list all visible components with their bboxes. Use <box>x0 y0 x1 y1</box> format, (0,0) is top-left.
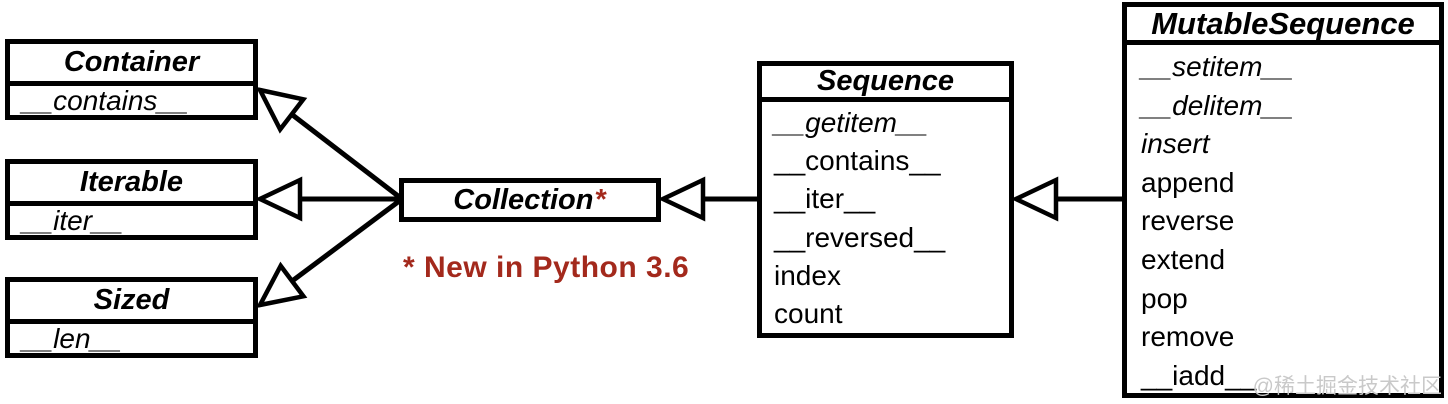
method-list-iterable: __iter__ <box>10 206 253 235</box>
class-title-collection-text: Collection <box>453 183 594 216</box>
juejin-watermark: @稀土掘金技术社区 <box>1252 375 1442 398</box>
method-item: __getitem__ <box>774 107 929 138</box>
method-item: __iadd__ <box>1141 359 1257 391</box>
class-title-sequence: Sequence <box>762 65 1009 102</box>
method-item: __contains__ <box>774 145 941 177</box>
class-box-sequence: Sequence __getitem__ __contains__ __iter… <box>757 61 1014 338</box>
method-item: __iter__ <box>774 183 876 215</box>
method-item: reverse <box>1141 205 1235 237</box>
method-item: count <box>774 298 843 330</box>
method-list-container: __contains__ <box>10 86 253 115</box>
method-item: __contains__ <box>22 85 189 116</box>
method-list-sized: __len__ <box>10 324 253 353</box>
method-item: index <box>774 259 841 291</box>
method-list-sequence: __getitem__ __contains__ __iter__ __reve… <box>762 102 1009 333</box>
method-item: append <box>1141 166 1235 198</box>
method-item: extend <box>1141 243 1226 275</box>
class-title-sized: Sized <box>10 282 253 324</box>
new-in-python-annotation: * New in Python 3.6 <box>403 251 690 284</box>
class-title-container: Container <box>10 44 253 86</box>
class-title-iterable: Iterable <box>10 164 253 206</box>
class-box-collection: Collection* <box>399 178 661 222</box>
method-item: __setitem__ <box>1141 51 1294 82</box>
method-item: __len__ <box>22 323 122 354</box>
method-item: pop <box>1141 282 1188 314</box>
method-item: __delitem__ <box>1141 89 1294 121</box>
class-box-iterable: Iterable __iter__ <box>5 159 258 240</box>
class-box-sized: Sized __len__ <box>5 277 258 358</box>
method-item: __iter__ <box>22 205 124 236</box>
class-box-container: Container __contains__ <box>5 39 258 120</box>
new-in-36-asterisk: * <box>595 183 607 216</box>
arrow-collection-to-sized <box>260 196 404 305</box>
class-title-mutablesequence: MutableSequence <box>1127 6 1439 45</box>
method-list-mutablesequence: __setitem__ __delitem__ insert append re… <box>1127 45 1439 395</box>
class-title-collection: Collection* <box>404 183 656 217</box>
class-box-mutablesequence: MutableSequence __setitem__ __delitem__ … <box>1122 2 1444 398</box>
method-item: __reversed__ <box>774 221 946 253</box>
method-item: insert <box>1141 128 1210 160</box>
arrow-collection-to-container <box>260 90 404 201</box>
method-item: remove <box>1141 321 1235 353</box>
